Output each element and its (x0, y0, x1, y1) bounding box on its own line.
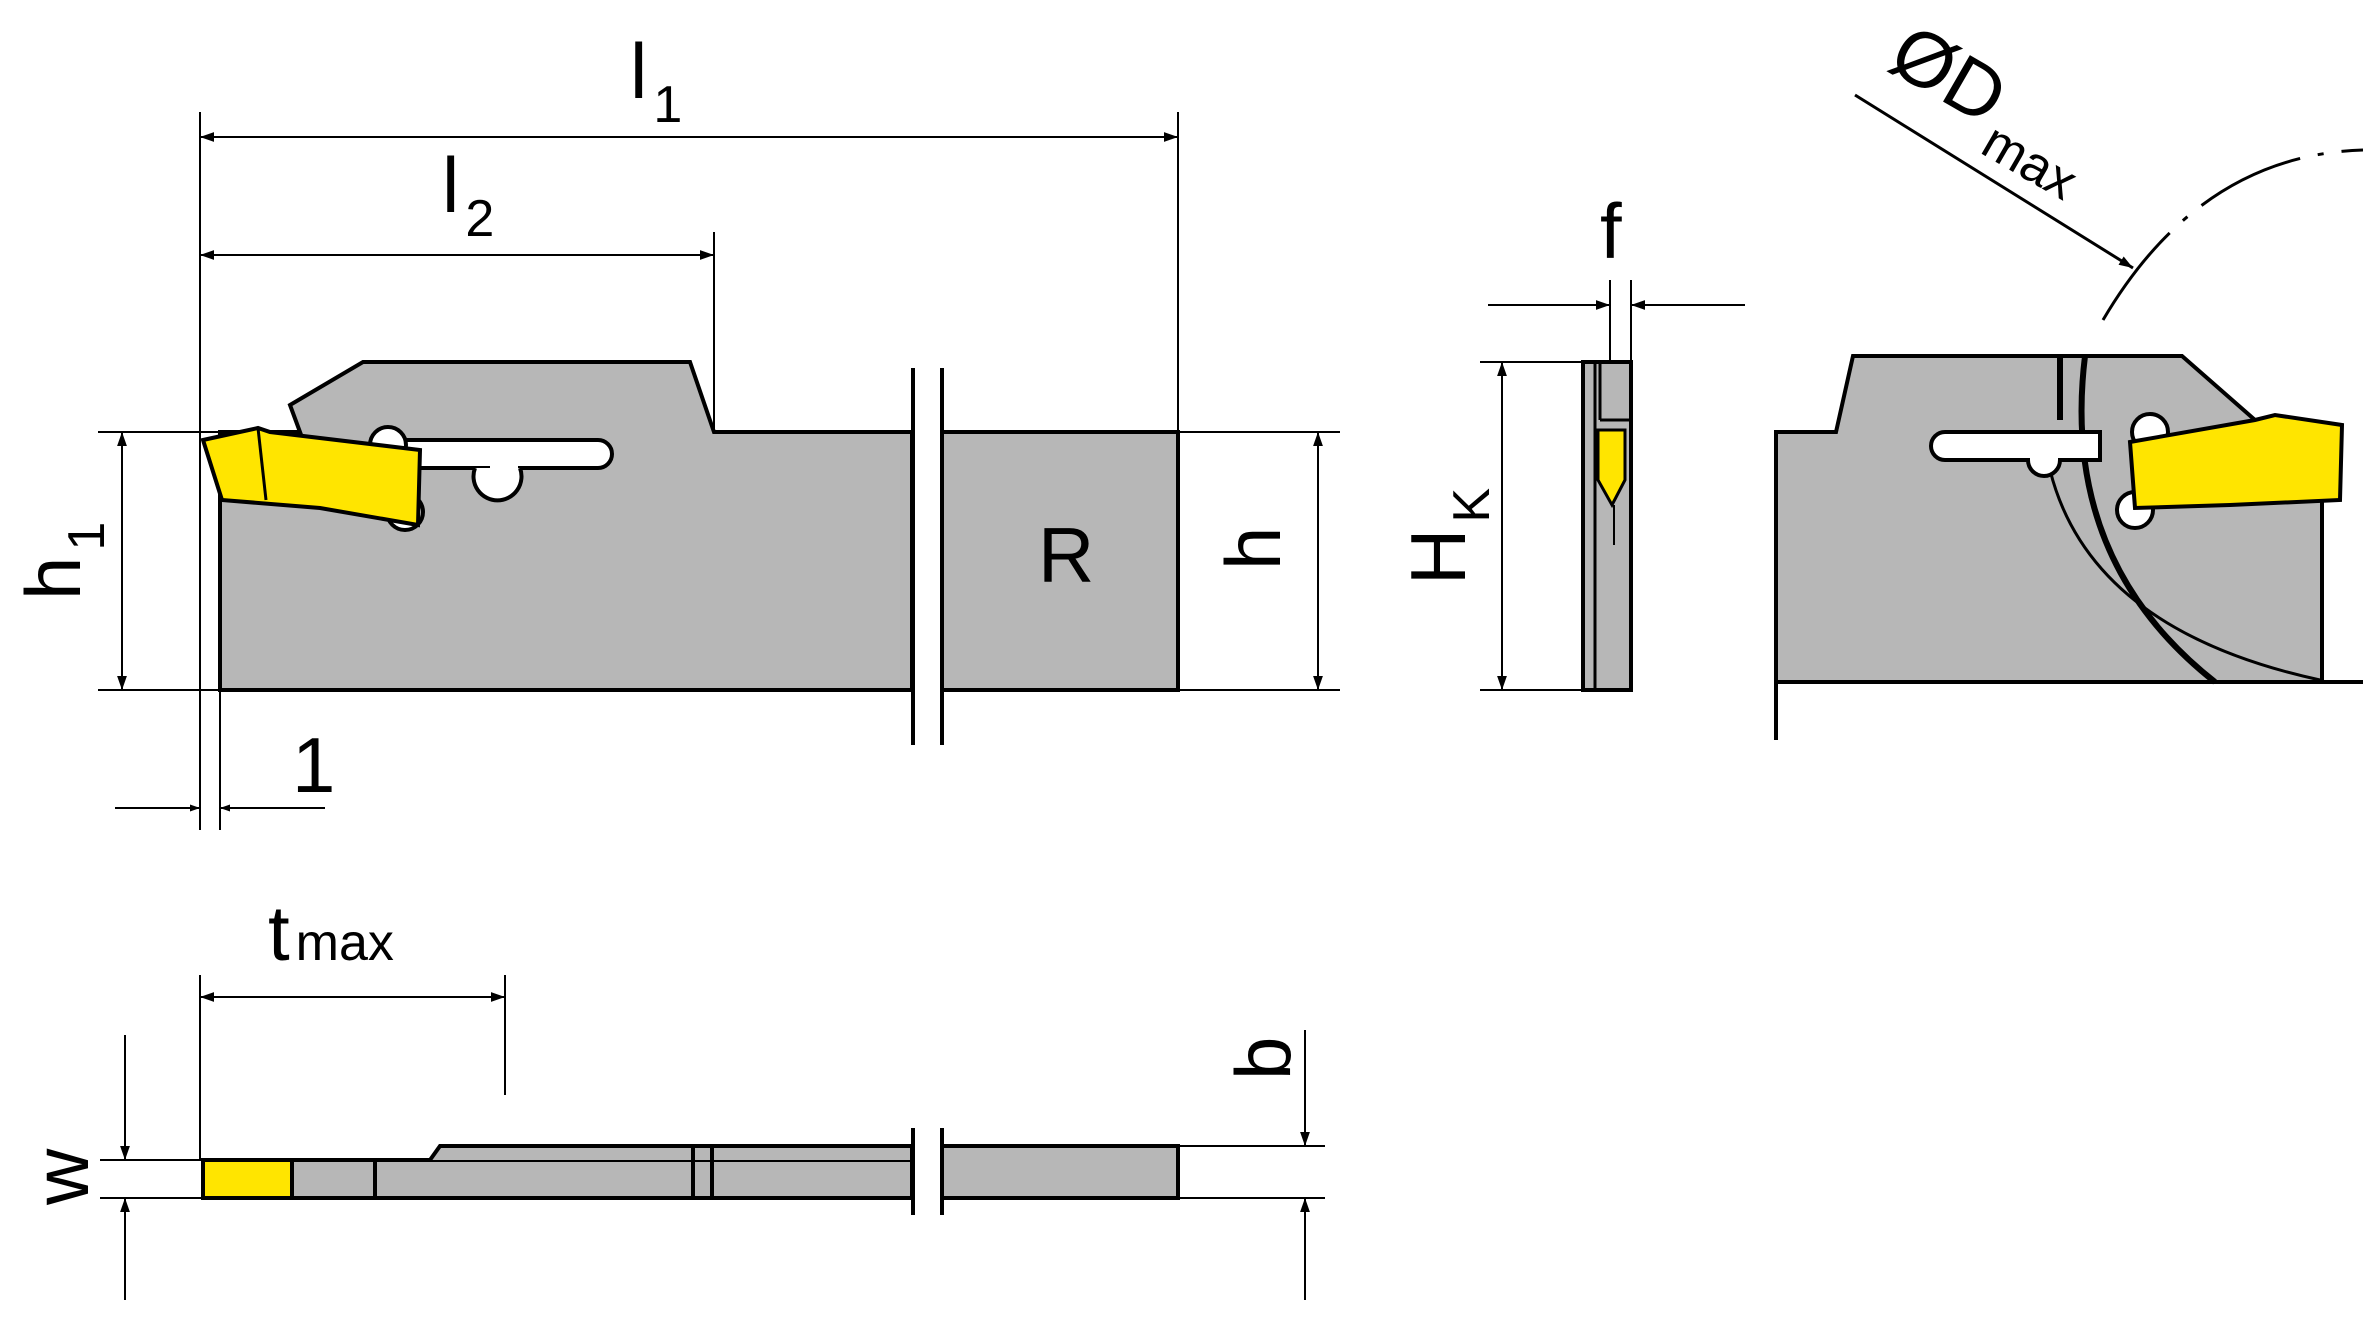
h1-label: h1 (9, 522, 116, 600)
hand-label: R (1038, 511, 1094, 599)
offset-label: 1 (292, 721, 335, 809)
detail-blade (1774, 354, 2324, 684)
clamp-notch (471, 467, 524, 503)
front-blade (1581, 360, 1633, 692)
hk-label: HK (1394, 488, 1501, 585)
detail-insert (2127, 412, 2345, 511)
workpiece-arc (2078, 355, 2217, 685)
b-label: b (1219, 1037, 1307, 1080)
detail-view: ØDmax (1774, 7, 2363, 740)
front-view: f HK (1394, 187, 1745, 692)
w-label: w (17, 1148, 105, 1206)
break-lines (911, 368, 944, 745)
detail-slot (1929, 430, 2102, 478)
top-blade-step (428, 1144, 914, 1162)
dmax-label: ØDmax (1866, 7, 2112, 212)
top-blade-right (940, 1144, 1180, 1200)
top-insert (201, 1158, 294, 1200)
blade-body-left (218, 360, 914, 692)
max-diameter-circle (2101, 148, 2363, 321)
top-blade-left (290, 1158, 914, 1200)
front-insert (1596, 428, 1627, 509)
f-label: f (1600, 187, 1622, 275)
h-label: h (1209, 527, 1297, 570)
cutting-insert (200, 425, 423, 528)
blade-body-right (940, 430, 1180, 692)
